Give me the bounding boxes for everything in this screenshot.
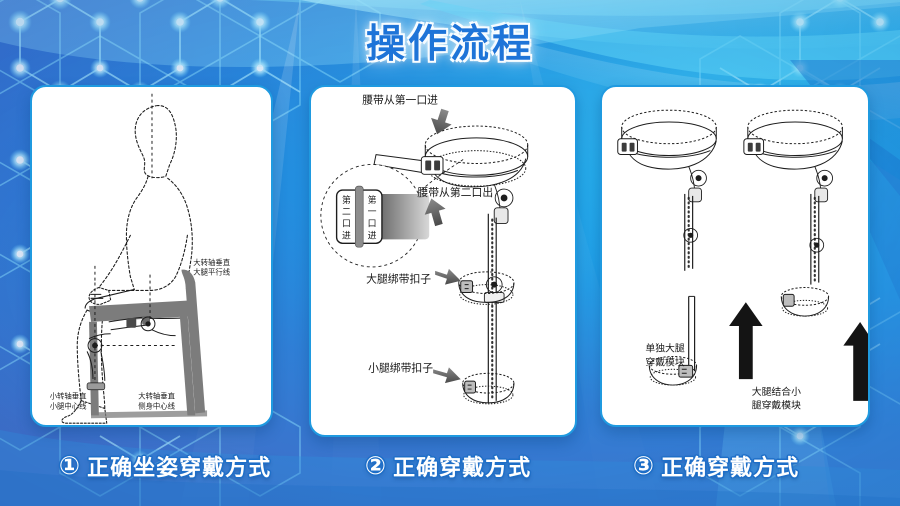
caption-panel-2: ② 正确穿戴方式 xyxy=(308,446,588,486)
magnifier-label-right-char2: 一 xyxy=(367,208,376,218)
annotation-shank-axis: 小转轴垂直 小腿中心线 xyxy=(50,392,87,411)
panel-module-assembly[interactable]: 单独大腿 穿戴模块 xyxy=(600,85,870,427)
belt-slot-magnifier: 第 二 口 进 第 一 口 进 xyxy=(319,158,465,268)
seated-posture-illustration: 大转轴垂直 大腿平行线 小转轴垂直 小腿中心线 大转轴垂直 侧身中心线 xyxy=(50,93,231,424)
caption-label-2: 正确穿戴方式 xyxy=(393,455,532,480)
annotation-thigh-only-line2: 穿戴模块 xyxy=(645,355,685,368)
waist-belt-drawing xyxy=(373,125,528,188)
wearing-method-illustration: 第 二 口 进 第 一 口 进 xyxy=(319,92,528,405)
magnifier-label-left-char2: 二 xyxy=(342,208,351,218)
annotation-body-axis-line2: 侧身中心线 xyxy=(138,401,175,410)
magnifier-label-right-char3: 口 xyxy=(367,220,376,230)
left-hip-joint-bar xyxy=(683,166,707,271)
annotation-thigh-shank-line2: 腿穿戴模块 xyxy=(752,399,801,412)
right-waist-belt xyxy=(743,109,843,170)
belt-first-slot-arrow xyxy=(430,108,452,135)
left-waist-belt xyxy=(617,109,717,170)
annotation-thigh-axis-line1: 大转轴垂直 xyxy=(193,258,230,267)
module-assembly-illustration: 单独大腿 穿戴模块 xyxy=(617,109,868,412)
shank-buckle-arrow xyxy=(432,367,461,384)
annotation-thigh-only-line1: 单独大腿 xyxy=(645,342,685,355)
caption-row: ① 正确坐姿穿戴方式 ② 正确穿戴方式 ③ 正确穿戴方式 xyxy=(0,446,900,486)
annotation-shank-strap-buckle: 小腿绑带扣子 xyxy=(368,360,433,374)
magnifier-label-right-char4: 进 xyxy=(367,230,376,241)
annotation-thigh-shank-module: 大腿结合小 腿穿戴模块 xyxy=(752,385,801,412)
page-title: 操作流程 xyxy=(365,23,534,66)
assemble-arrow-right xyxy=(843,322,868,401)
annotation-belt-second-slot-out: 腰带从第二口出 xyxy=(417,185,493,199)
magnifier-label-left-char4: 进 xyxy=(342,230,351,241)
chair-shape xyxy=(89,269,208,419)
right-hip-joint-bar xyxy=(809,166,833,285)
belt-second-slot-arrow xyxy=(424,198,446,227)
caption-number-2: ② xyxy=(364,452,388,480)
magnifier-label-left-char3: 口 xyxy=(342,220,351,230)
annotation-body-axis: 大转轴垂直 侧身中心线 xyxy=(138,392,175,411)
annotation-shank-axis-line1: 小转轴垂直 xyxy=(50,392,87,401)
annotation-shank-axis-line2: 小腿中心线 xyxy=(50,401,87,410)
hip-joint-and-bar xyxy=(483,183,513,403)
annotation-thigh-shank-line1: 大腿结合小 xyxy=(752,385,801,398)
annotation-thigh-axis: 大转轴垂直 大腿平行线 xyxy=(193,258,230,277)
caption-number-3: ③ xyxy=(632,452,656,480)
annotation-thigh-only-module: 单独大腿 穿戴模块 xyxy=(645,342,685,369)
annotation-belt-first-slot-in: 腰带从第一口进 xyxy=(362,92,438,106)
caption-label-3: 正确穿戴方式 xyxy=(661,455,800,480)
right-thigh-cuff xyxy=(780,287,830,317)
panel-wearing-method[interactable]: 第 二 口 进 第 一 口 进 xyxy=(308,85,577,437)
shank-cuff xyxy=(461,372,514,405)
caption-panel-1: ① 正确坐姿穿戴方式 xyxy=(22,446,308,486)
caption-label-1: 正确坐姿穿戴方式 xyxy=(87,455,272,480)
annotation-thigh-strap-buckle: 大腿绑带扣子 xyxy=(366,272,431,286)
caption-panel-3: ③ 正确穿戴方式 xyxy=(588,446,878,486)
thigh-buckle-arrow xyxy=(434,268,461,285)
panel-seated-posture[interactable]: 大转轴垂直 大腿平行线 小转轴垂直 小腿中心线 大转轴垂直 侧身中心线 xyxy=(30,85,273,427)
assemble-arrow-left xyxy=(729,302,763,380)
panel-row: 大转轴垂直 大腿平行线 小转轴垂直 小腿中心线 大转轴垂直 侧身中心线 xyxy=(0,85,900,437)
detached-thigh-module xyxy=(648,295,698,386)
magnifier-label-left-char1: 第 xyxy=(342,194,351,206)
magnifier-label-right-char1: 第 xyxy=(367,194,376,206)
orthosis-device xyxy=(86,315,176,391)
caption-number-1: ① xyxy=(58,452,82,480)
annotation-body-axis-line1: 大转轴垂直 xyxy=(138,392,175,401)
annotation-thigh-axis-line2: 大腿平行线 xyxy=(193,268,230,277)
